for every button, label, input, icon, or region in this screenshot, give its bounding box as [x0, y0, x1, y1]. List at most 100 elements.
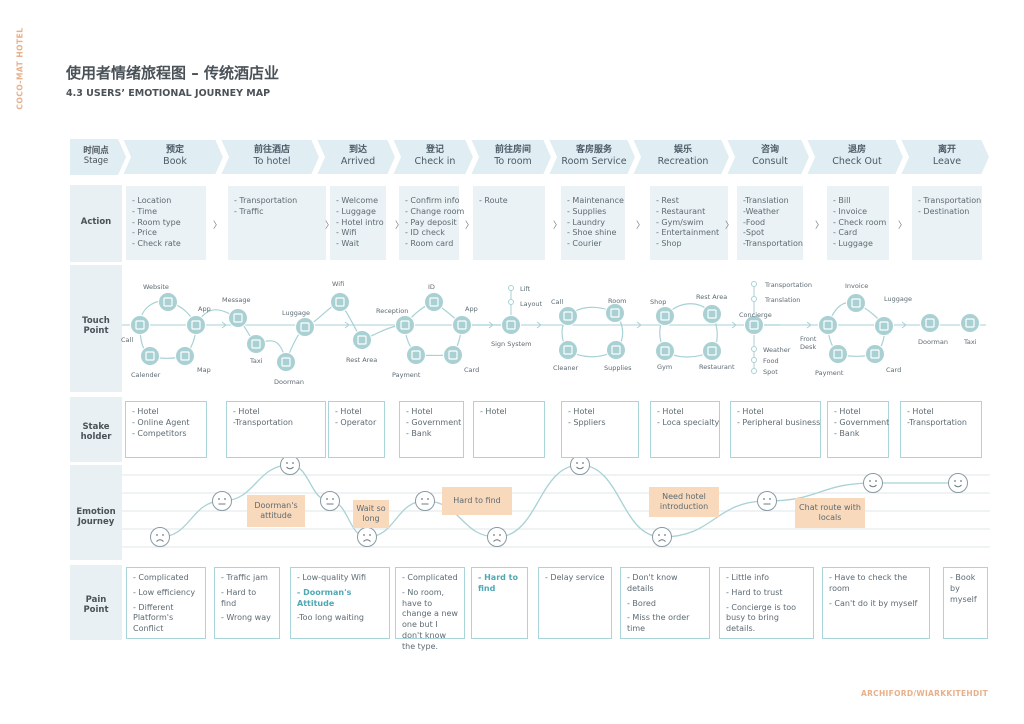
action-box: - Maintenance- Supplies- Laundry- Shoe s… [561, 186, 625, 260]
stakeholder-item: - Peripheral business [737, 417, 821, 427]
action-item: - Shop [656, 239, 682, 249]
action-item: - Rest [656, 196, 679, 205]
action-box: - Route [473, 186, 545, 260]
pain-point-box: - Traffic jam- Hard to find- Wrong way [214, 567, 280, 639]
stage-zh-label: 离开 [937, 145, 956, 155]
stakeholder-box: - Hotel- Government- Bank [399, 401, 464, 458]
touch-label-supplies: Supplies [604, 364, 632, 372]
action-item: - Courier [567, 239, 602, 249]
touch-point-icon [175, 346, 195, 366]
action-item: - Change room [405, 206, 465, 216]
touch-label-wifi: Wifi [332, 280, 345, 288]
action-item: - Invoice [833, 206, 868, 216]
flow-arrow [901, 321, 907, 329]
action-item: - Gym/swim [656, 217, 704, 227]
action-item: - Hotel intro [336, 217, 384, 227]
action-item: -Translation [743, 196, 789, 205]
stage-arrows [70, 138, 992, 176]
stage-arrow [546, 138, 638, 176]
touch-label-lift: Lift [520, 285, 531, 293]
stakeholder-box: - Hotel- Operator [328, 401, 385, 458]
action-item: - Supplies [567, 206, 607, 216]
touch-label-taxi2: Taxi [964, 338, 977, 346]
pain-point-item: - Wrong way [221, 613, 271, 623]
stage-arrow [218, 138, 322, 176]
page-title: 使用者情绪旅程图 – 传统酒店业 [66, 64, 279, 82]
touch-label-food: Food [763, 357, 779, 365]
emotion-note: Doorman's attitude [247, 495, 305, 527]
pain-point-item: - Book by myself [950, 573, 977, 604]
touch-label-taxi1: Taxi [250, 357, 263, 365]
action-item: - Transportation [918, 196, 982, 205]
stakeholder-box: - Hotel- Online Agent- Competitors [125, 401, 207, 458]
touch-point-icon [960, 313, 980, 333]
touch-point-icon [246, 334, 266, 354]
stakeholder-item: - Government [834, 417, 890, 427]
stakeholder-item: - Loca specialty [657, 417, 720, 427]
touch-point-icon [655, 306, 675, 326]
touch-label-sign: Sign System [491, 340, 532, 348]
chevron-right-icon: 〉 [213, 221, 223, 231]
pain-point-item: - Delay service [545, 573, 605, 582]
action-item: - Shoe shine [567, 228, 617, 238]
node-dot [751, 281, 757, 287]
touch-point-icon [818, 315, 838, 335]
action-item: - Luggage [833, 239, 873, 249]
row-label-band [70, 185, 122, 262]
pain-point-item: - Have to check the room [829, 573, 908, 593]
stakeholder-item: - Hotel [834, 407, 861, 416]
chevron-right-icon: 〉 [725, 221, 735, 231]
touch-point-icon [606, 340, 626, 360]
page-subtitle: 4.3 USERS’ EMOTIONAL JOURNEY MAP [66, 88, 271, 99]
emotion-face-icon [652, 527, 672, 547]
touch-label-shop: Shop [650, 298, 667, 306]
emotion-face-icon [757, 491, 777, 511]
touch-point-icon [655, 341, 675, 361]
action-item: - ID check [405, 228, 445, 238]
action-box: - Location- Time- Room type- Price- Chec… [126, 186, 206, 260]
stage-arrow [468, 138, 554, 176]
touch-point-icon [558, 306, 578, 326]
stakeholder-item: -Transportation [907, 417, 967, 427]
action-item: - Room card [405, 239, 454, 249]
stakeholder-item: - Online Agent [132, 417, 190, 427]
action-item: - Traffic [234, 206, 264, 216]
pain-point-item: - Low efficiency [133, 587, 196, 597]
emotion-note: Wait so long [353, 500, 389, 528]
stage-en-label: To hotel [253, 156, 291, 167]
touch-label-cleaner: Cleaner [553, 364, 579, 372]
touch-point-icon [276, 352, 296, 372]
touch-point-icon [406, 345, 426, 365]
pain-point-item: - Little info [726, 573, 770, 582]
emotion-note: Hard to find [442, 487, 512, 515]
touch-label-doorman1: Doorman [274, 378, 304, 386]
pain-point-box: - Complicated- No room, have to change a… [395, 567, 465, 651]
stage-en-label: Arrived [340, 156, 376, 167]
stage-zh-label: 前往酒店 [253, 145, 290, 155]
stakeholder-box: - Hotel-Transportation [900, 401, 982, 458]
action-item: - Location [132, 196, 172, 205]
row-label-band [70, 465, 122, 560]
stage-en-label: Check Out [832, 156, 882, 167]
pain-point-item: - Complicated [402, 573, 458, 582]
pain-point-box: - Complicated- Low efficiency- Different… [126, 567, 206, 639]
touch-label-calender: Calender [131, 371, 161, 379]
node-dot [751, 346, 757, 352]
touch-point-icon [558, 340, 578, 360]
stage-arrow [898, 138, 992, 176]
action-item: - Confirm info [405, 196, 460, 205]
pain-point-item: - Traffic jam [221, 573, 268, 582]
stakeholder-item: - Government [406, 417, 462, 427]
stage-en-label: Consult [752, 156, 788, 167]
touch-label-reception: Reception [376, 307, 409, 315]
action-item: - Pay deposit [405, 217, 457, 227]
stakeholder-item: - Hotel [335, 407, 362, 416]
stage-zh-label: 登记 [425, 145, 444, 155]
